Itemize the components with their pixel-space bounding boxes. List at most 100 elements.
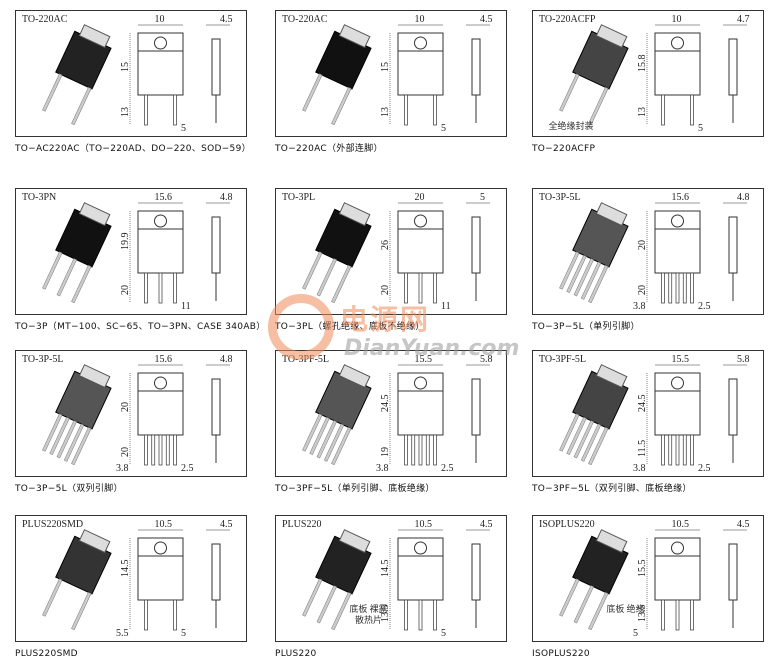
thickness-dimension: 4.5 (480, 519, 493, 530)
thickness-dimension: 5.8 (480, 354, 493, 365)
package-title: TO-3P-5L (22, 354, 64, 365)
side-view (211, 38, 221, 96)
package-3d-view (42, 529, 112, 631)
lead-length-dimension: 19 (380, 447, 391, 457)
package-note: 全绝缘封装 (548, 121, 594, 131)
side-view (728, 216, 738, 274)
side-view (728, 38, 738, 96)
package-note: 底板 绝缘 (606, 604, 645, 614)
width-dimension: 20 (415, 192, 425, 203)
body-height-dimension: 24.5 (380, 395, 391, 413)
pin-pitch-dimension: 11 (441, 301, 451, 312)
width-dimension: 15.6 (155, 354, 173, 365)
side-view (471, 543, 481, 601)
package-caption: TO−3PL（螺孔绝缘、底板不绝缘） (275, 322, 425, 332)
side-view (728, 543, 738, 601)
front-view (137, 372, 184, 436)
package-3d-view (302, 364, 372, 466)
package-caption: TO−AC220AC（TO−220AD、DO−220、SOD−59） (15, 144, 251, 154)
body-height-dimension: 20 (637, 240, 648, 250)
lead-length-dimension: 20 (380, 285, 391, 295)
front-view (137, 210, 184, 274)
thickness-dimension: 4.5 (220, 519, 233, 530)
lead-length-dimension: 20 (120, 447, 131, 457)
pin-pitch-dimension: 2.5 (698, 463, 711, 474)
lead-length-dimension: 13 (380, 107, 391, 117)
thickness-dimension: 5 (480, 192, 485, 203)
width-dimension: 15.6 (155, 192, 173, 203)
body-height-dimension: 15.8 (637, 55, 648, 73)
pin-pitch-dimension: 11 (181, 301, 191, 312)
lead-length-dimension: 13 (637, 107, 648, 117)
package-caption: TO−220ACFP (532, 144, 596, 154)
width-dimension: 10 (415, 14, 425, 25)
pin-left-dimension: 3.8 (376, 463, 389, 474)
front-view (654, 210, 701, 274)
width-dimension: 10.5 (155, 519, 173, 530)
pin-pitch-dimension: 2.5 (181, 463, 194, 474)
pin-left-dimension: 3.8 (633, 463, 646, 474)
package-title: ISOPLUS220 (539, 519, 595, 530)
front-view (137, 32, 184, 96)
package-title: TO-3P-5L (539, 192, 581, 203)
package-caption: ISOPLUS220 (532, 649, 590, 659)
package-title: PLUS220SMD (22, 519, 84, 530)
package-caption: TO−3P−5L（双列引脚） (15, 484, 123, 494)
front-view (397, 372, 444, 436)
front-view (654, 537, 701, 601)
front-view (397, 537, 444, 601)
width-dimension: 15.5 (672, 354, 690, 365)
package-3d-view (42, 202, 112, 304)
width-dimension: 10 (155, 14, 165, 25)
width-dimension: 10.5 (415, 519, 433, 530)
thickness-dimension: 4.5 (737, 519, 750, 530)
package-caption: TO−3PF−5L（双列引脚、底板绝缘） (532, 484, 692, 494)
pin-left-dimension: 3.8 (116, 463, 129, 474)
side-view (211, 543, 221, 601)
thickness-dimension: 4.5 (480, 14, 493, 25)
pin-pitch-dimension: 5 (698, 123, 703, 134)
lead-length-dimension: 13 (120, 107, 131, 117)
width-dimension: 15.5 (415, 354, 433, 365)
package-3d-view (559, 364, 629, 466)
front-view (397, 32, 444, 96)
pin-left-dimension: 5.5 (116, 628, 129, 639)
body-height-dimension: 14.5 (120, 560, 131, 578)
side-view (728, 378, 738, 436)
pin-pitch-dimension: 5 (181, 628, 186, 639)
pin-pitch-dimension: 2.5 (698, 301, 711, 312)
front-view (137, 537, 184, 601)
package-title: TO-220AC (22, 14, 68, 25)
width-dimension: 15.6 (672, 192, 690, 203)
package-title: TO-220AC (282, 14, 328, 25)
lead-length-dimension: 20 (120, 285, 131, 295)
package-title: TO-220ACFP (539, 14, 596, 25)
package-3d-view (559, 529, 629, 631)
body-height-dimension: 19.9 (120, 233, 131, 251)
package-note: 底板 裸露散热片 (349, 604, 388, 625)
width-dimension: 10 (672, 14, 682, 25)
side-view (471, 216, 481, 274)
package-3d-view (559, 202, 629, 304)
side-view (471, 378, 481, 436)
lead-length-dimension: 20 (637, 285, 648, 295)
lead-length-dimension: 13.5 (637, 605, 648, 623)
thickness-dimension: 4.8 (220, 192, 233, 203)
package-caption: PLUS220SMD (15, 649, 78, 659)
pin-left-dimension: 3.8 (633, 301, 646, 312)
